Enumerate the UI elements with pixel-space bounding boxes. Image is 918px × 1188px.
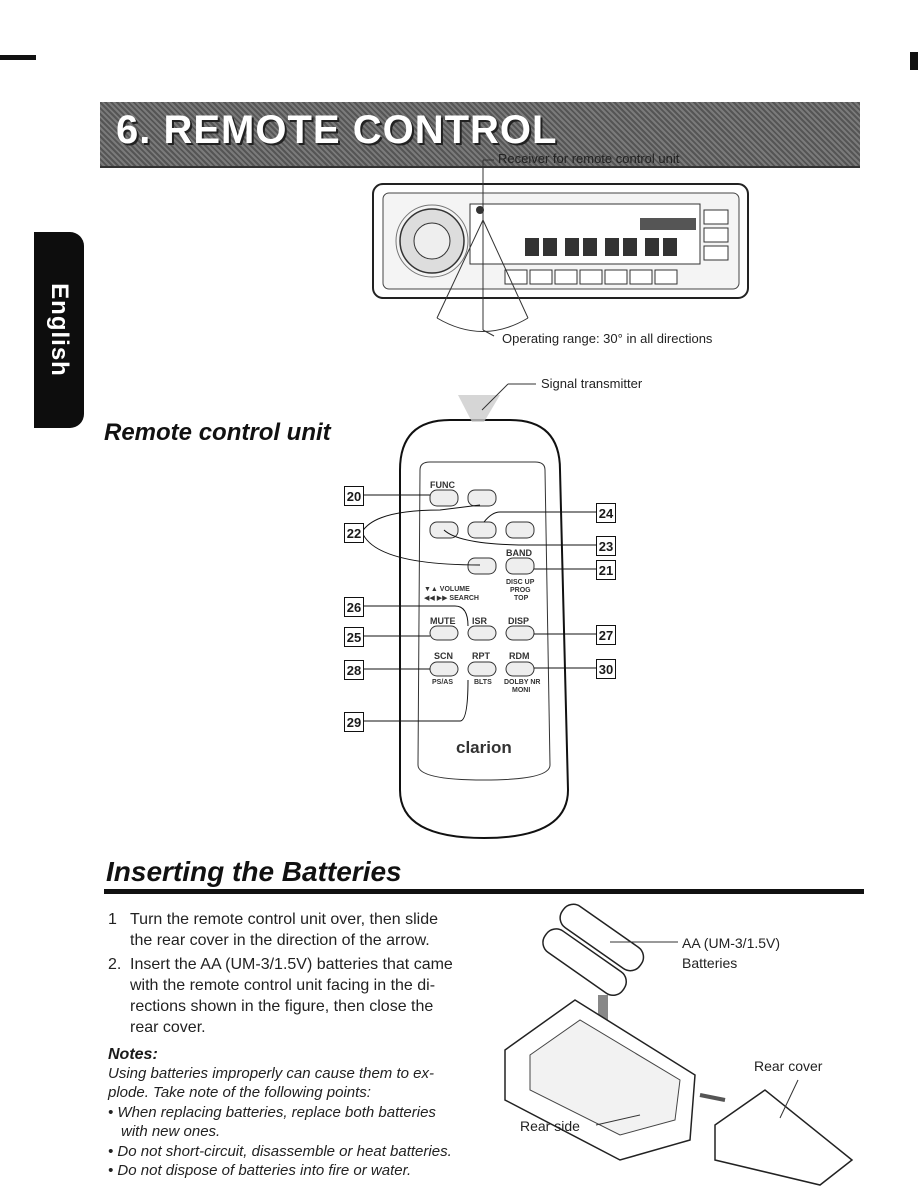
volume-hint: ▼▲ VOLUME [424, 586, 470, 593]
preset-buttons [504, 269, 678, 285]
remote-section-title: Remote control unit [104, 419, 331, 446]
callout-26: 26 [344, 597, 364, 617]
notes-intro-line-1: Using batteries improperly can cause the… [108, 1065, 434, 1082]
top-label: TOP [514, 595, 529, 602]
note-3: • Do not dispose of batteries into fire … [108, 1162, 412, 1179]
rear-cover-label: Rear cover [754, 1058, 823, 1074]
step-2-line-1: Insert the AA (UM-3/1.5V) batteries that… [130, 956, 453, 973]
seg-display [525, 218, 696, 256]
note-2: • Do not short-circuit, disassemble or h… [108, 1143, 452, 1160]
step-1-number: 1 [108, 911, 117, 928]
callout-20: 20 [344, 486, 364, 506]
band-button-label: BAND [506, 548, 532, 558]
note-1-line-2: with new ones. [121, 1123, 221, 1140]
head-unit-illustration [372, 159, 749, 337]
moni-label: MONI [512, 687, 531, 694]
callout-27: 27 [596, 625, 616, 645]
header-band [100, 102, 860, 168]
step-1-line-1: Turn the remote control unit over, then … [130, 911, 439, 928]
callout-28: 28 [344, 660, 364, 680]
rpt-button-label: RPT [472, 651, 490, 661]
callout-22: 22 [344, 523, 364, 543]
notes-title: Notes: [108, 1046, 158, 1063]
range-label: Operating range: 30° in all directions [502, 331, 713, 346]
isr-button-label: ISR [472, 616, 488, 626]
func-button-label: FUNC [430, 480, 455, 490]
scn-button-label: SCN [434, 651, 454, 661]
step-2: 2. Insert the AA (UM-3/1.5V) batteries t… [108, 954, 468, 1038]
disp-button-label: DISP [508, 616, 530, 626]
step-2-line-4: rear cover. [130, 1019, 206, 1036]
callout-24: 24 [596, 503, 616, 523]
notes-intro-line-2: plode. Take note of the following points… [108, 1084, 371, 1101]
remote-illustration [361, 383, 596, 840]
step-2-line-3: rections shown in the figure, then close… [130, 998, 434, 1015]
callout-25: 25 [344, 627, 364, 647]
note-1-line-1: • When replacing batteries, replace both… [108, 1104, 436, 1121]
step-2-line-2: with the remote control unit facing in t… [130, 977, 436, 994]
step-1-line-2: the rear cover in the direction of the a… [130, 932, 430, 949]
mute-button-label: MUTE [430, 616, 456, 626]
callout-23: 23 [596, 536, 616, 556]
battery-illustration [504, 903, 854, 1186]
callout-30: 30 [596, 659, 616, 679]
brand-logo: clarion [456, 738, 512, 757]
rdm-button-label: RDM [509, 651, 530, 661]
disc-up-label: DISC UP [506, 579, 535, 586]
batteries-section-title: Inserting the Batteries [106, 856, 402, 887]
language-tab [34, 232, 84, 428]
step-1: 1 Turn the remote control unit over, the… [108, 909, 468, 951]
callout-29: 29 [344, 712, 364, 732]
receiver-label: Receiver for remote control unit [498, 151, 680, 166]
signal-transmitter-label: Signal transmitter [541, 376, 643, 391]
callout-21: 21 [596, 560, 616, 580]
page-mark-bar [0, 55, 36, 60]
search-hint: ◀◀ ▶▶ SEARCH [424, 595, 479, 602]
page-title: 6. REMOTE CONTROL [116, 108, 558, 152]
page-corner-mark [910, 52, 918, 70]
step-2-number: 2. [108, 956, 122, 973]
dolby-label: DOLBY NR [504, 679, 541, 686]
battery-word-label: Batteries [682, 955, 738, 971]
battery-type-label: AA (UM-3/1.5V) [682, 935, 781, 951]
blts-label: BLTS [474, 679, 492, 686]
rear-side-label: Rear side [520, 1118, 580, 1134]
prog-label: PROG [510, 587, 531, 594]
section-rule [104, 889, 864, 894]
ps-as-label: PS/AS [432, 679, 454, 686]
